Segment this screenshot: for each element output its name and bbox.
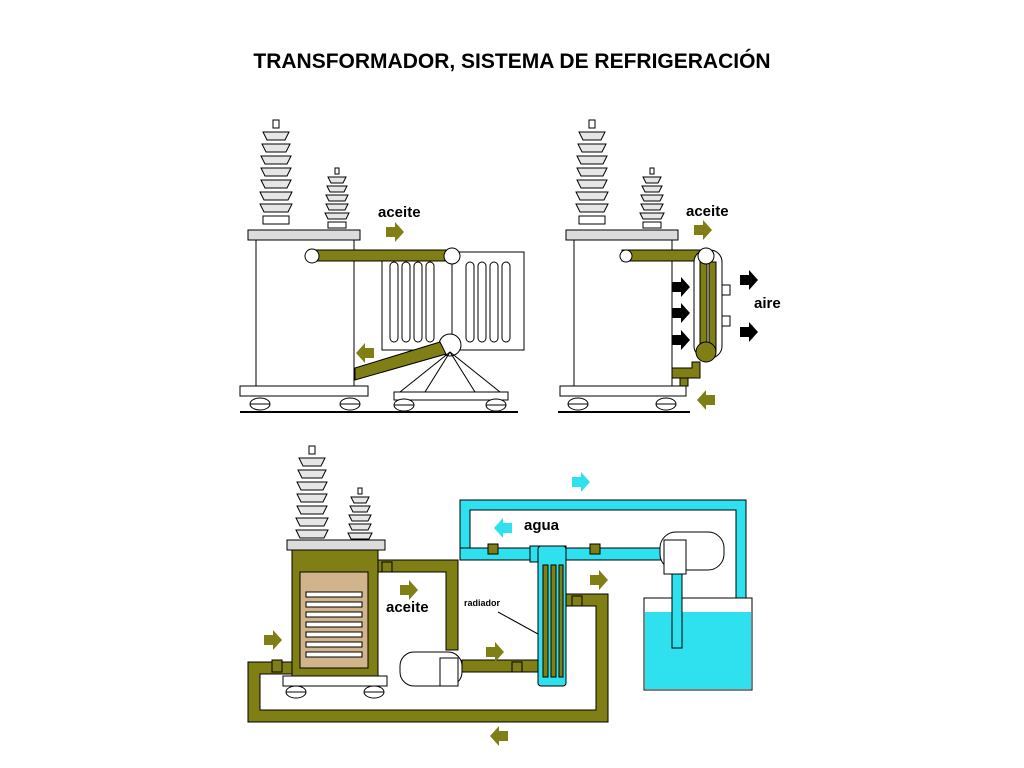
left-arrow-icon <box>490 726 508 746</box>
right-arrow-icon <box>694 220 712 240</box>
left-arrow-icon <box>494 518 512 538</box>
right-arrow-icon <box>672 330 690 350</box>
label-oil-top-left: aceite <box>378 204 421 221</box>
right-arrow-icon <box>672 277 690 297</box>
right-arrow-icon <box>672 303 690 323</box>
left-arrow-icon <box>697 390 715 410</box>
transformer-bottom <box>282 445 388 699</box>
transformer-right <box>558 119 690 413</box>
left-arrow-icon <box>356 343 374 363</box>
label-oil-bottom: aceite <box>386 599 429 616</box>
page-title: TRANSFORMADOR, SISTEMA DE REFRIGERACIÓN <box>253 50 771 73</box>
right-arrow-icon <box>590 570 608 590</box>
label-air: aire <box>754 295 781 312</box>
right-arrow-icon <box>740 270 758 290</box>
right-arrow-icon <box>400 580 418 600</box>
right-arrow-icon <box>386 222 404 242</box>
oil-circuit <box>247 545 609 723</box>
label-radiator: radiador <box>464 598 501 608</box>
radiator-bank <box>381 251 525 412</box>
right-arrow-icon <box>486 642 504 662</box>
air-cooler <box>619 247 731 387</box>
right-arrow-icon <box>264 630 282 650</box>
right-arrow-icon <box>572 472 590 492</box>
transformer-left <box>239 119 518 413</box>
right-arrow-icon <box>740 322 758 342</box>
water-circuit <box>459 499 753 691</box>
oil-pipes-left <box>304 247 461 381</box>
label-oil-top-right: aceite <box>686 203 729 220</box>
label-water: agua <box>524 517 560 534</box>
